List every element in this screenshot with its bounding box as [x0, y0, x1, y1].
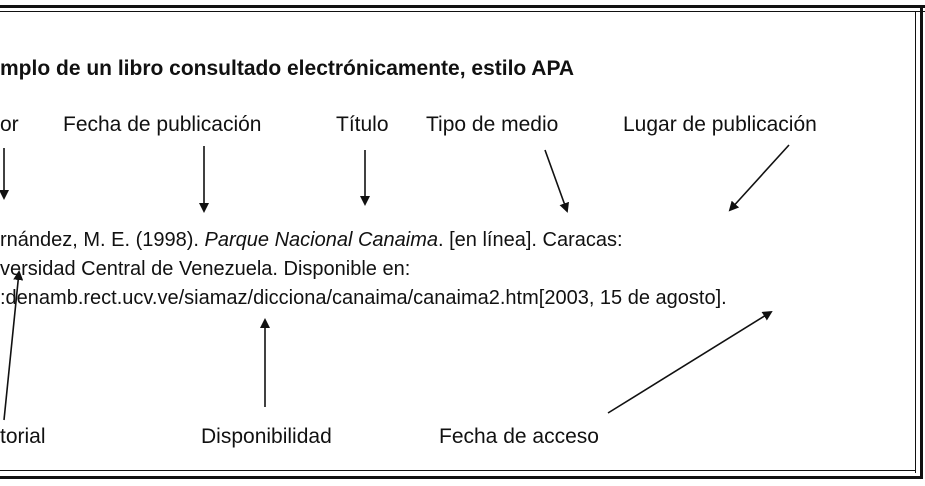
reference-medium-place: . [en línea]. Caracas:	[438, 229, 623, 251]
diagram-title: mplo de un libro consultado electrónicam…	[0, 57, 575, 80]
reference-line-1: rnández, M. E. (1998). Parque Nacional C…	[0, 230, 623, 250]
label-fecha-acceso: Fecha de acceso	[439, 425, 599, 448]
bottom-border-outer	[0, 476, 923, 479]
arrow-fecha-acceso	[607, 310, 773, 414]
arrow-editorial	[3, 270, 24, 421]
label-editorial: torial	[0, 425, 46, 448]
reference-book-title: Parque Nacional Canaima	[204, 229, 439, 251]
top-border-inner	[0, 11, 925, 12]
top-border-outer	[0, 5, 925, 8]
label-fecha-publicacion: Fecha de publicación	[63, 113, 262, 136]
bottom-border-inner	[0, 470, 916, 471]
label-tipo-medio: Tipo de medio	[426, 113, 559, 136]
reference-line-3: :denamb.rect.ucv.ve/siamaz/dicciona/cana…	[0, 287, 727, 309]
label-titulo: Título	[336, 113, 389, 136]
arrow-tipo-medio	[544, 149, 569, 213]
label-disponibilidad: Disponibilidad	[201, 425, 332, 448]
label-autor: or	[0, 113, 19, 136]
reference-author-date: rnández, M. E. (1998).	[0, 229, 205, 251]
right-border-inner	[915, 11, 916, 473]
reference-line-2: versidad Central de Venezuela. Disponibl…	[0, 258, 411, 280]
arrow-lugar-publicacion	[728, 144, 790, 212]
right-border-outer	[920, 5, 923, 479]
label-lugar-publicacion: Lugar de publicación	[623, 113, 817, 136]
